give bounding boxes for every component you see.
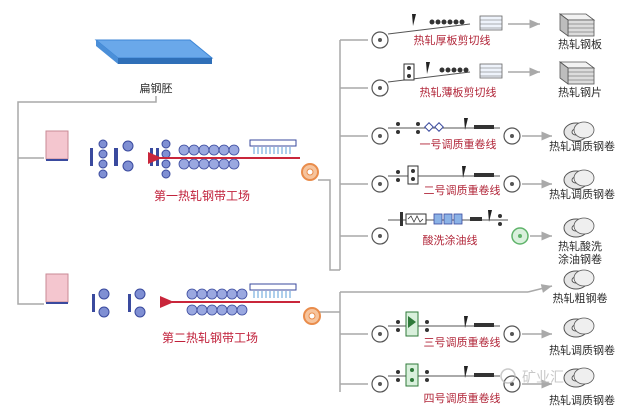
line-6-row bbox=[527, 269, 595, 293]
shear-icon bbox=[462, 166, 466, 178]
shear-icon bbox=[464, 366, 468, 378]
coil-stack-icon bbox=[563, 121, 595, 142]
line-7-label: 三号调质重卷线 bbox=[424, 335, 501, 349]
watermark: 矿业汇 bbox=[500, 368, 564, 386]
line-7-row bbox=[340, 311, 595, 343]
watermark-text: 矿业汇 bbox=[522, 370, 564, 386]
line-3-row bbox=[340, 118, 595, 145]
coil-stack-icon bbox=[563, 217, 595, 238]
plant1-mill bbox=[45, 130, 319, 181]
product-5-label: 热轧酸洗 bbox=[558, 239, 602, 253]
shear-icon bbox=[464, 118, 468, 130]
plant1-label: 第一热轧钢带工场 bbox=[154, 189, 250, 203]
coil-stack-icon bbox=[563, 169, 595, 190]
plant2-mill bbox=[45, 273, 321, 325]
product-1-label: 热轧钢板 bbox=[558, 37, 602, 51]
shear-icon bbox=[488, 210, 492, 222]
coil-stack-icon bbox=[563, 269, 595, 290]
product-6-label: 热轧粗钢卷 bbox=[553, 291, 608, 305]
line-4-label: 二号调质重卷线 bbox=[424, 183, 501, 197]
furnace-1-icon bbox=[45, 130, 69, 160]
shear-icon bbox=[426, 62, 430, 74]
shear-icon bbox=[464, 316, 468, 328]
product-4-label: 热轧调质钢卷 bbox=[549, 187, 615, 201]
product-7-label: 热轧调质钢卷 bbox=[549, 343, 615, 357]
shear-icon bbox=[412, 14, 416, 26]
line-8-row bbox=[340, 363, 595, 393]
line-2-label: 热轧薄板剪切线 bbox=[420, 85, 497, 99]
wechat-icon bbox=[500, 368, 516, 384]
line-1-label: 热轧厚板剪切线 bbox=[414, 33, 491, 47]
line-5-label: 酸洗涂油线 bbox=[423, 233, 478, 247]
furnace-2-icon bbox=[45, 273, 69, 303]
line-5-row bbox=[340, 210, 595, 245]
line-1-row bbox=[340, 13, 596, 49]
coil-stack-icon bbox=[563, 367, 595, 388]
plate-stack-icon bbox=[558, 13, 596, 37]
product-2-label: 热轧钢片 bbox=[558, 85, 602, 99]
sheet-stack-icon bbox=[558, 61, 596, 85]
product-5-label-line2: 涂油钢卷 bbox=[558, 252, 602, 266]
line-3-label: 一号调质重卷线 bbox=[420, 137, 497, 151]
line-4-row bbox=[340, 165, 595, 193]
product-8-label: 热轧调质钢卷 bbox=[549, 393, 615, 407]
line-8-label: 四号调质重卷线 bbox=[424, 391, 501, 405]
coil-stack-icon bbox=[563, 317, 595, 338]
slab-label: 扁钢胚 bbox=[140, 82, 173, 95]
connector-lines bbox=[17, 40, 528, 392]
line-2-row bbox=[340, 61, 596, 97]
slab-icon bbox=[94, 39, 214, 64]
product-3-label: 热轧调质钢卷 bbox=[549, 139, 615, 153]
plant2-label: 第二热轧钢带工场 bbox=[162, 331, 258, 345]
